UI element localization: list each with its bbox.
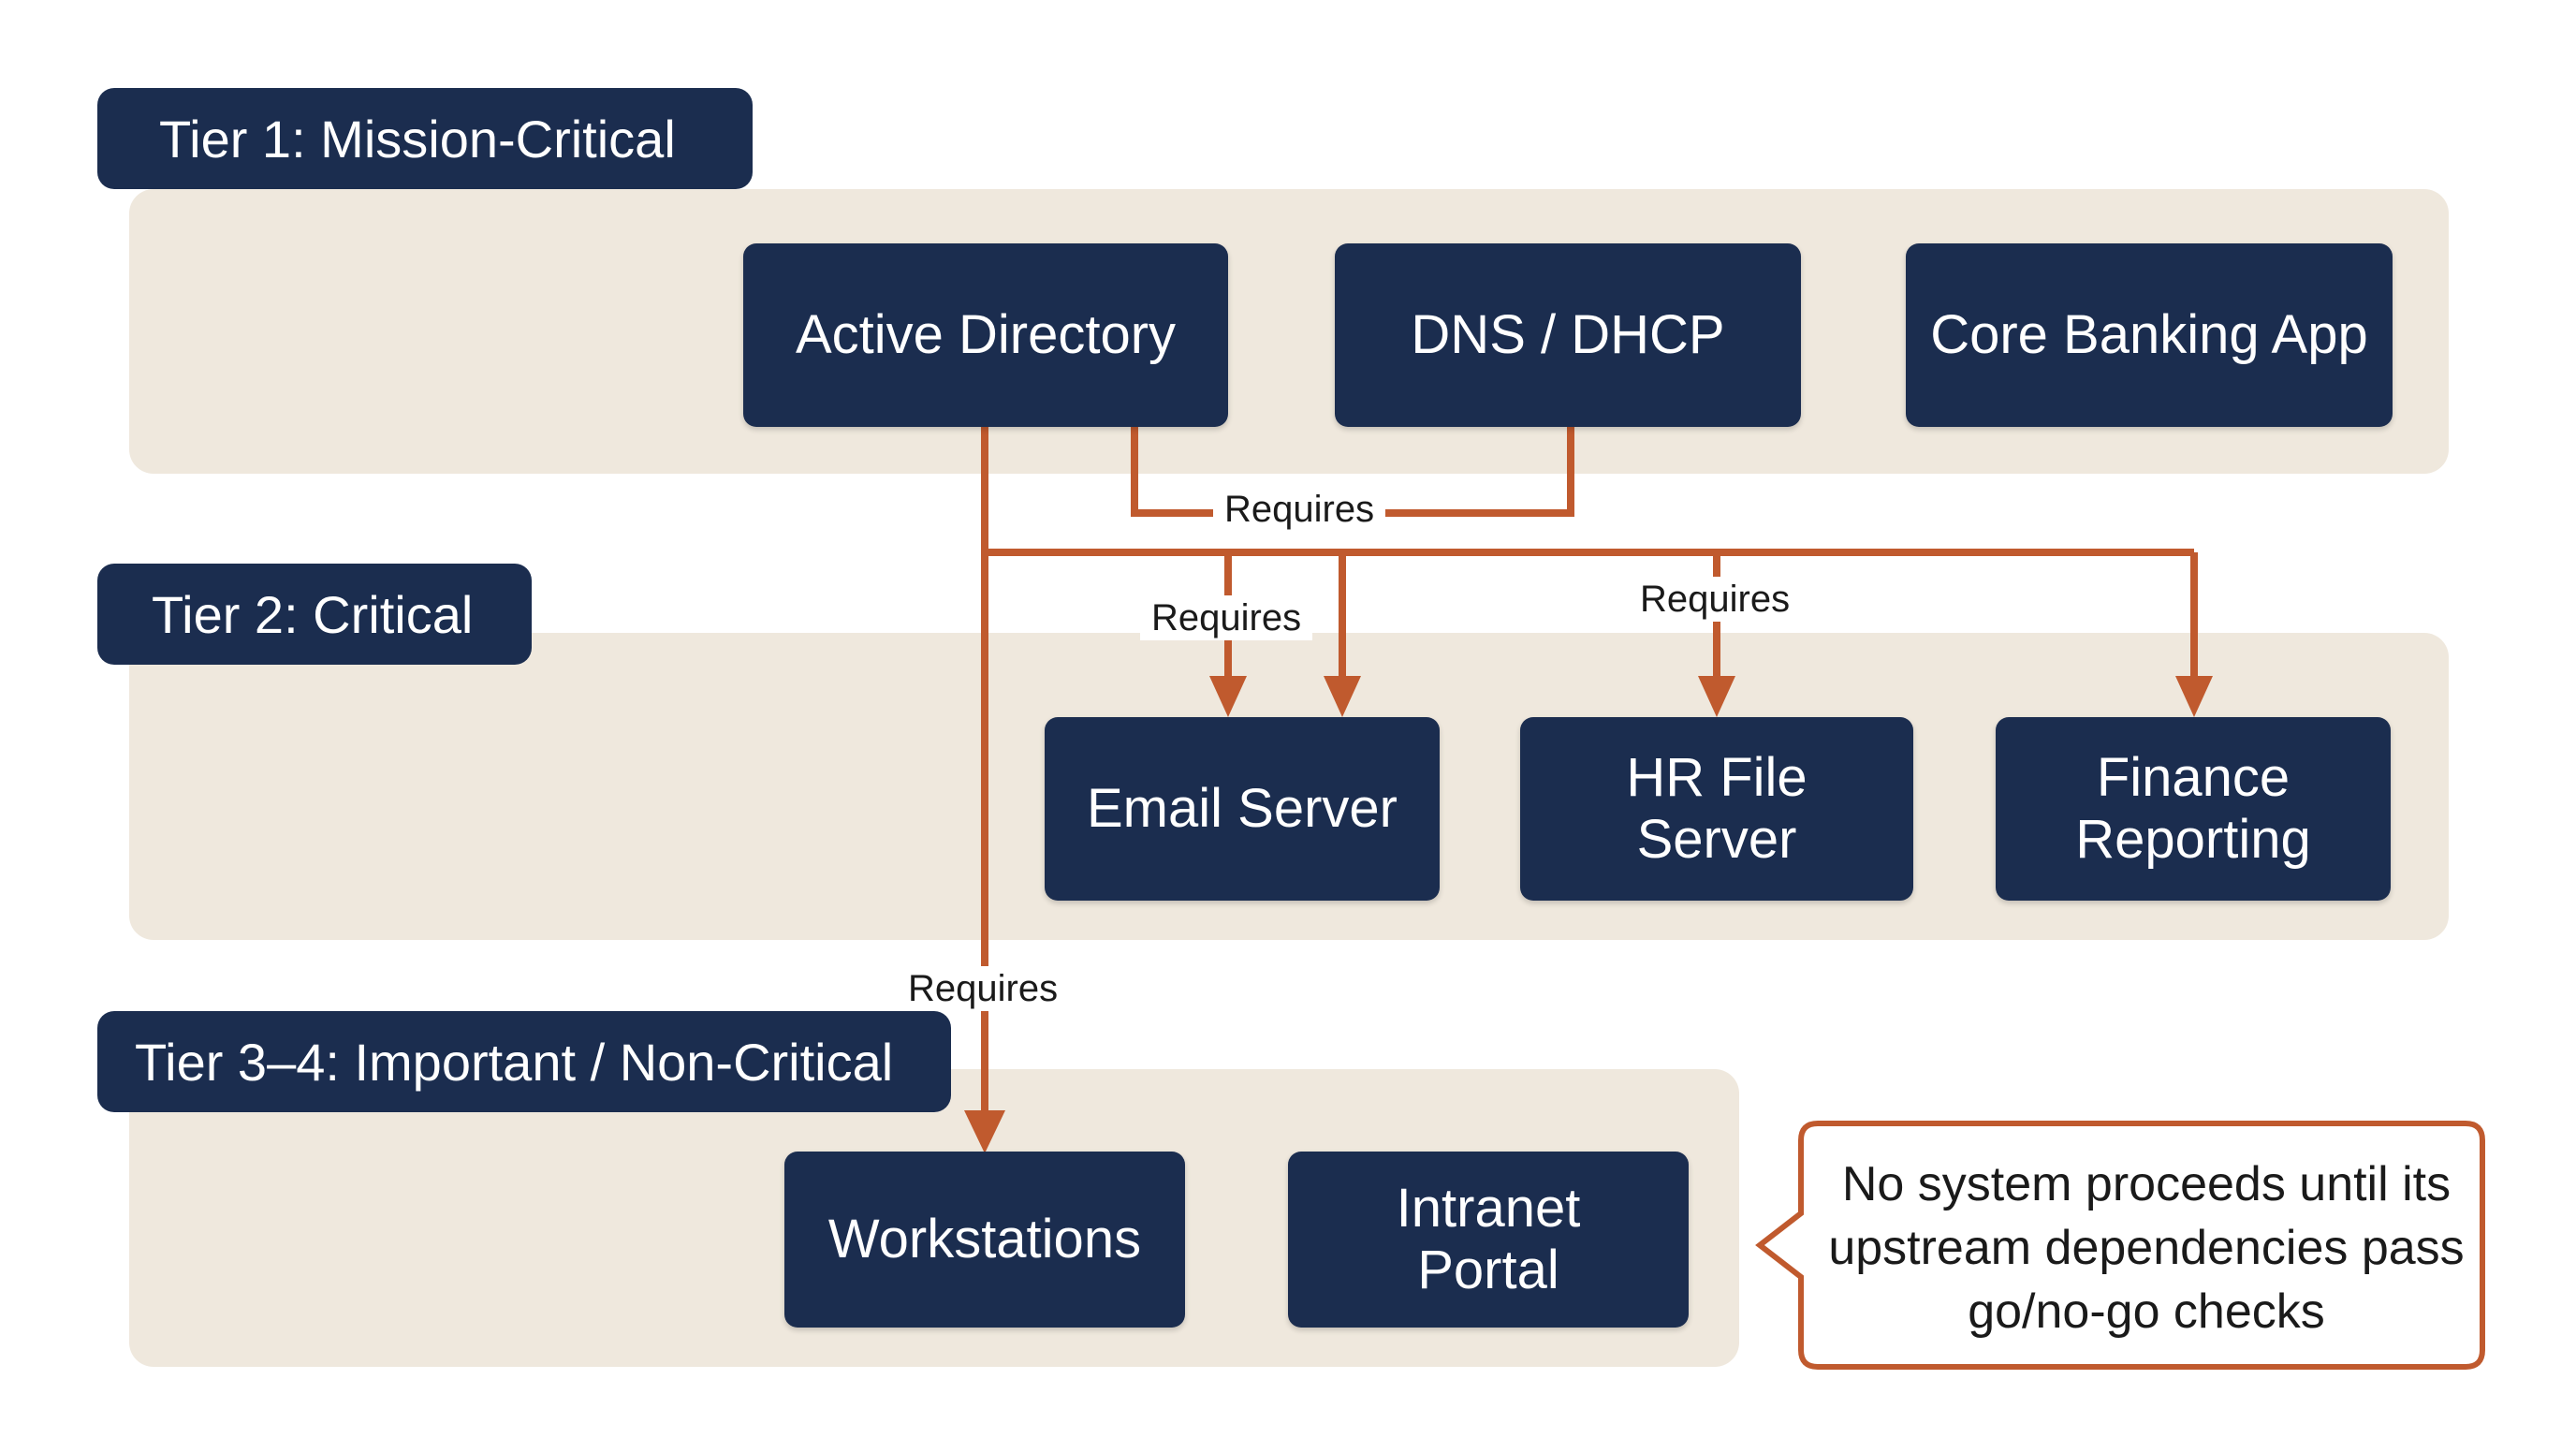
edge-label-tier1-requires: Requires xyxy=(1213,487,1386,532)
arrowhead-email-right xyxy=(1324,676,1361,717)
arrowhead-email-left xyxy=(1209,676,1247,717)
arrowhead-workstations xyxy=(964,1110,1005,1153)
hr-file-server-node[interactable]: HR File Server xyxy=(1520,717,1913,901)
edge-label-email-requires: Requires xyxy=(1140,595,1313,640)
active-directory-node[interactable]: Active Directory xyxy=(743,243,1228,427)
edge-label-workstations-requires: Requires xyxy=(897,966,1070,1011)
arrowhead-finance xyxy=(2175,676,2213,717)
email-server-node[interactable]: Email Server xyxy=(1045,717,1440,901)
dns-dhcp-node[interactable]: DNS / DHCP xyxy=(1335,243,1801,427)
arrowhead-hr xyxy=(1698,676,1735,717)
tier-3-4-label: Tier 3–4: Important / Non-Critical xyxy=(97,1011,951,1112)
edge-label-hr-requires: Requires xyxy=(1629,577,1802,622)
core-banking-app-node[interactable]: Core Banking App xyxy=(1906,243,2393,427)
intranet-portal-node[interactable]: Intranet Portal xyxy=(1288,1152,1689,1328)
tier-1-label: Tier 1: Mission-Critical xyxy=(97,88,753,189)
workstations-node[interactable]: Workstations xyxy=(784,1152,1185,1328)
finance-reporting-node[interactable]: Finance Reporting xyxy=(1996,717,2391,901)
tier-2-label: Tier 2: Critical xyxy=(97,564,532,665)
callout-note: No system proceeds until its upstream de… xyxy=(1828,1157,2465,1339)
callout-bubble-outline xyxy=(1755,1121,2485,1370)
